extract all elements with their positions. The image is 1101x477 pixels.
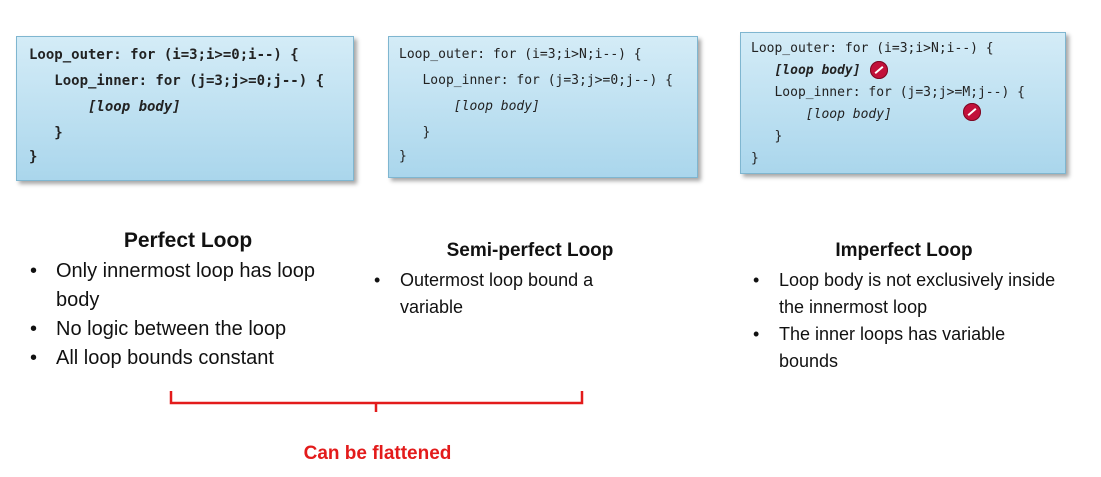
- code-line: }: [29, 125, 63, 141]
- stop-icon: [870, 61, 888, 79]
- code-line: [loop body]: [751, 107, 892, 122]
- code-line: Loop_inner: for (j=3;j>=0;j--) {: [399, 73, 673, 88]
- perfect-loop-bullets: Only innermost loop has loop body No log…: [28, 257, 348, 373]
- perfect-loop-title: Perfect Loop: [123, 229, 253, 252]
- stop-icon: [963, 103, 981, 121]
- list-item: All loop bounds constant: [28, 344, 348, 373]
- imperfect-loop-code-box: Loop_outer: for (i=3;i>N;i--) { [loop bo…: [740, 32, 1066, 174]
- imperfect-loop-title: Imperfect Loop: [835, 240, 973, 261]
- code-line: Loop_outer: for (i=3;i>=0;i--) {: [29, 47, 299, 63]
- code-line: }: [751, 129, 783, 144]
- list-item: Outermost loop bound a variable: [372, 267, 652, 321]
- code-line: Loop_outer: for (i=3;i>N;i--) {: [399, 47, 642, 62]
- code-line: [loop body]: [751, 63, 861, 78]
- code-line: [loop body]: [399, 99, 540, 114]
- semi-perfect-loop-bullets: Outermost loop bound a variable: [372, 267, 652, 321]
- semi-perfect-loop-code-box: Loop_outer: for (i=3;i>N;i--) { Loop_inn…: [388, 36, 698, 178]
- code-line: Loop_outer: for (i=3;i>N;i--) {: [751, 41, 994, 56]
- perfect-loop-code-box: Loop_outer: for (i=3;i>=0;i--) { Loop_in…: [16, 36, 354, 181]
- code-line: }: [399, 125, 431, 140]
- code-line: Loop_inner: for (j=3;j>=M;j--) {: [751, 85, 1025, 100]
- list-item: No logic between the loop: [28, 315, 348, 344]
- code-line: }: [399, 149, 407, 164]
- list-item: Loop body is not exclusively inside the …: [751, 267, 1061, 321]
- code-line: Loop_inner: for (j=3;j>=0;j--) {: [29, 73, 325, 89]
- code-line: [loop body]: [29, 99, 181, 115]
- semi-perfect-loop-title: Semi-perfect Loop: [446, 240, 614, 261]
- list-item: Only innermost loop has loop body: [28, 257, 348, 315]
- list-item: The inner loops has variable bounds: [751, 321, 1061, 375]
- imperfect-loop-bullets: Loop body is not exclusively inside the …: [751, 267, 1061, 375]
- code-line: }: [29, 149, 38, 165]
- can-be-flattened-label: Can be flattened: [303, 443, 452, 464]
- code-line: }: [751, 151, 759, 166]
